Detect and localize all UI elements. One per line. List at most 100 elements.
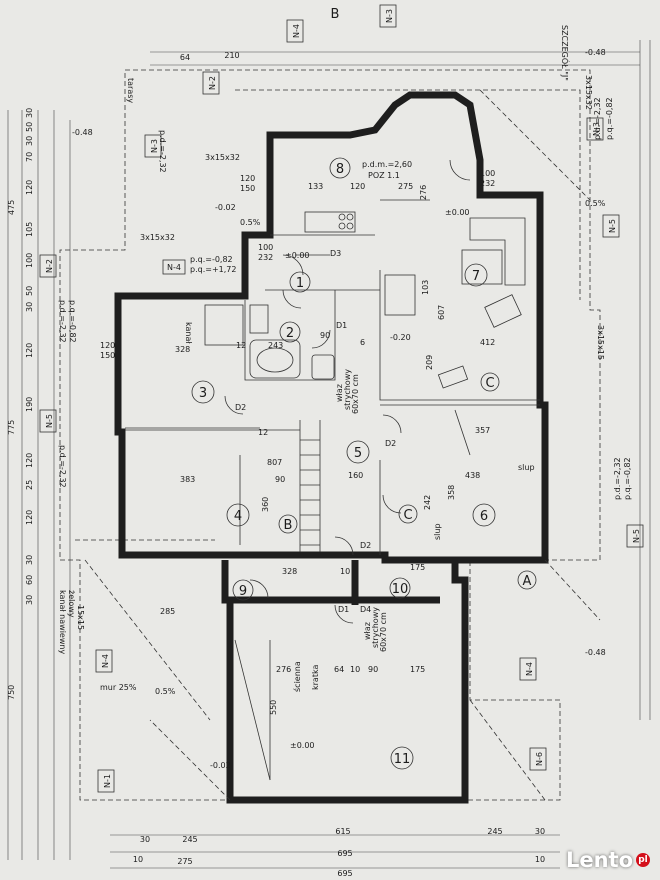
dimension-label: 275: [398, 182, 413, 191]
note: POZ 1.1: [368, 171, 400, 180]
dimension-label: 190: [25, 397, 34, 412]
level-note: p.q.=-0,82: [605, 97, 614, 140]
level-note: p.d.=-2,32: [58, 300, 67, 343]
watermark-brand: Lento: [565, 848, 633, 872]
dimension-label: 475: [7, 200, 16, 215]
dimension-label: 30: [140, 835, 150, 844]
dimension-label: 50: [25, 286, 34, 296]
room-marker: [279, 321, 301, 343]
room-number: 10: [392, 582, 409, 597]
axis-label: B: [284, 518, 293, 533]
dimension-label: 383: [180, 475, 195, 484]
section-tag-box: [286, 19, 304, 43]
section-tag: N-5: [632, 529, 641, 543]
section-tag: N-6: [535, 752, 544, 766]
room-number: 3: [199, 386, 207, 401]
note: 15x15: [76, 605, 85, 630]
dimension-label: 615: [335, 827, 350, 836]
note: ścienna: [292, 661, 302, 692]
room-marker: [346, 440, 370, 464]
level-note: p.d.=-2,32: [613, 457, 622, 500]
section-tag: N-4: [525, 662, 534, 676]
note: 3x15x32: [584, 75, 593, 110]
note: kanał: [184, 322, 193, 344]
dimension-label: 100: [25, 253, 34, 268]
dimension-label: 750: [7, 685, 16, 700]
dimension-label: 30: [25, 302, 34, 312]
note: slup: [433, 523, 442, 540]
dimension-label: 100: [258, 243, 273, 252]
dimension-label: 90: [368, 665, 378, 674]
note: 3x15x32: [205, 153, 240, 162]
section-tag-box: [144, 134, 162, 158]
section-tags: N-1 N-2 N-3 N-4 N-5 N-6 N-2 N-3 N-4 N-5 …: [39, 4, 644, 793]
dimension-grid: [7, 40, 651, 869]
dimension-label: 12: [258, 428, 268, 437]
lento-watermark: Lento pl: [566, 848, 650, 872]
note: 60x70 cm: [379, 612, 388, 652]
dimension-label: 232: [480, 179, 495, 188]
room-number: 1: [296, 276, 304, 291]
section-tag-box: [626, 524, 644, 548]
dims-bottom: 30 245 615 245 30 10 275 695 10 695: [133, 827, 545, 878]
roof-outline: [59, 69, 601, 801]
room-number: 5: [354, 446, 362, 461]
section-tag-box: [529, 747, 547, 771]
axis-marker: [517, 570, 537, 590]
axis-marker: [278, 514, 298, 534]
section-tag-box: [39, 409, 57, 433]
room-marker: [226, 503, 250, 527]
dimension-label: 607: [437, 305, 446, 320]
note: slup: [518, 463, 535, 472]
section-tag-box: [602, 214, 620, 238]
note: ±0.00: [285, 251, 310, 260]
section-tag: N-2: [208, 76, 217, 90]
dimension-label: 276: [419, 185, 428, 200]
dimension-label: 90: [320, 331, 330, 340]
section-tag: N-4: [101, 654, 110, 668]
door-label: D1: [336, 321, 347, 330]
dimension-label: 6: [360, 338, 365, 347]
dimension-label: 357: [475, 426, 490, 435]
level-note: p.q.=+1,72: [190, 265, 236, 274]
dimension-label: 30: [25, 108, 34, 118]
note: 0.5%: [585, 199, 606, 208]
axis-marks: A B C C B: [278, 7, 537, 590]
dimension-label: 243: [268, 341, 283, 350]
room-marker: [232, 579, 254, 601]
level-note: p.d.=-2,32: [593, 97, 602, 140]
section-tag: N-3: [385, 9, 394, 23]
note: 0.5%: [240, 218, 261, 227]
dimension-label: 242: [423, 495, 432, 510]
dimension-label: 695: [337, 849, 352, 858]
room-marker: [390, 746, 414, 770]
dimension-label: 245: [487, 827, 502, 836]
dimension-label: 30: [25, 595, 34, 605]
dimension-label: 150: [100, 351, 115, 360]
door-label: D2: [385, 439, 396, 448]
section-tag: N-4: [167, 263, 181, 272]
dimension-label: 232: [258, 253, 273, 262]
room-marker: [464, 263, 488, 287]
dims-left: 30 50 30 70 120 105 100 50 30 120 190 12…: [7, 108, 34, 700]
door-label: D2: [235, 403, 246, 412]
dimension-label: 30: [25, 136, 34, 146]
dims-interior: 328 243 12 90 807 383 90 160 438 357 412…: [160, 182, 495, 715]
axis-label: B: [331, 7, 340, 22]
roof-lines: [84, 89, 601, 801]
dimension-label: 90: [275, 475, 285, 484]
dimension-label: 120: [25, 510, 34, 525]
dimension-label: 120: [25, 343, 34, 358]
dimension-label: 64: [334, 665, 344, 674]
dimension-label: 30: [535, 827, 545, 836]
room-number: 7: [472, 269, 480, 284]
room-marker: [472, 503, 496, 527]
level-notes: p.d.=-2,32 p.q.=-0,82 p.d.=-2,32 p.q.=-0…: [58, 97, 632, 500]
section-tag: N-1: [103, 774, 112, 788]
note: -0.02: [215, 203, 236, 212]
dimension-label: 100: [480, 169, 495, 178]
section-tag-box: [202, 71, 220, 95]
note: właz: [335, 384, 344, 402]
dims-top: 64 210 100 232 120 150 120 150 100 232: [100, 51, 495, 360]
partitions: [125, 234, 540, 555]
